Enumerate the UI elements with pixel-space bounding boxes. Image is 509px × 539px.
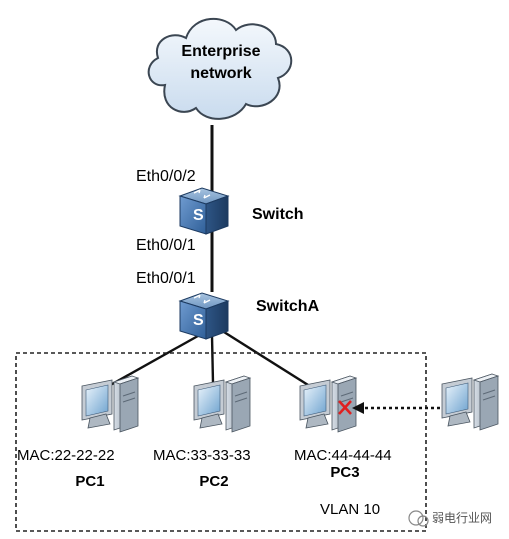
- switch-a-port-up: Eth0/0/1: [136, 270, 196, 287]
- switch-a-glyph: S: [193, 312, 204, 329]
- switch-top-port-down: Eth0/0/1: [136, 237, 196, 254]
- pc2-name: PC2: [199, 473, 228, 490]
- switch-top-name: Switch: [252, 206, 304, 223]
- pc3-name: PC3: [330, 464, 359, 481]
- pc2-mac: MAC:33-33-33: [153, 447, 251, 464]
- cross-mark-icon: [338, 400, 352, 415]
- pc1-mac: MAC:22-22-22: [17, 447, 115, 464]
- watermark: [408, 510, 429, 527]
- pc2-icon: [193, 375, 251, 433]
- link-pc2: [210, 335, 215, 384]
- pc1-name: PC1: [75, 473, 104, 490]
- vlan-label: VLAN 10: [320, 501, 380, 518]
- cloud-label-line2: network: [190, 65, 251, 82]
- wechat-icon: [408, 510, 424, 526]
- switch-a-icon: [179, 292, 229, 340]
- link-pc3: [223, 330, 317, 392]
- pc1-icon: [81, 375, 139, 433]
- enterprise-network-cloud-icon: [147, 17, 293, 120]
- watermark-text: 弱电行业网: [432, 511, 492, 525]
- pc3-mac: MAC:44-44-44: [294, 447, 392, 464]
- switch-top-port-up: Eth0/0/2: [136, 168, 196, 185]
- cloud-label-line1: Enterprise: [181, 43, 260, 60]
- intruder-pc-icon: [441, 373, 499, 431]
- arrow-head-icon: [352, 402, 364, 414]
- switch-a-name: SwitchA: [256, 298, 320, 315]
- switch-top-icon: [179, 187, 229, 235]
- switch-top-glyph: S: [193, 207, 204, 224]
- vlan-boundary: [15, 352, 427, 532]
